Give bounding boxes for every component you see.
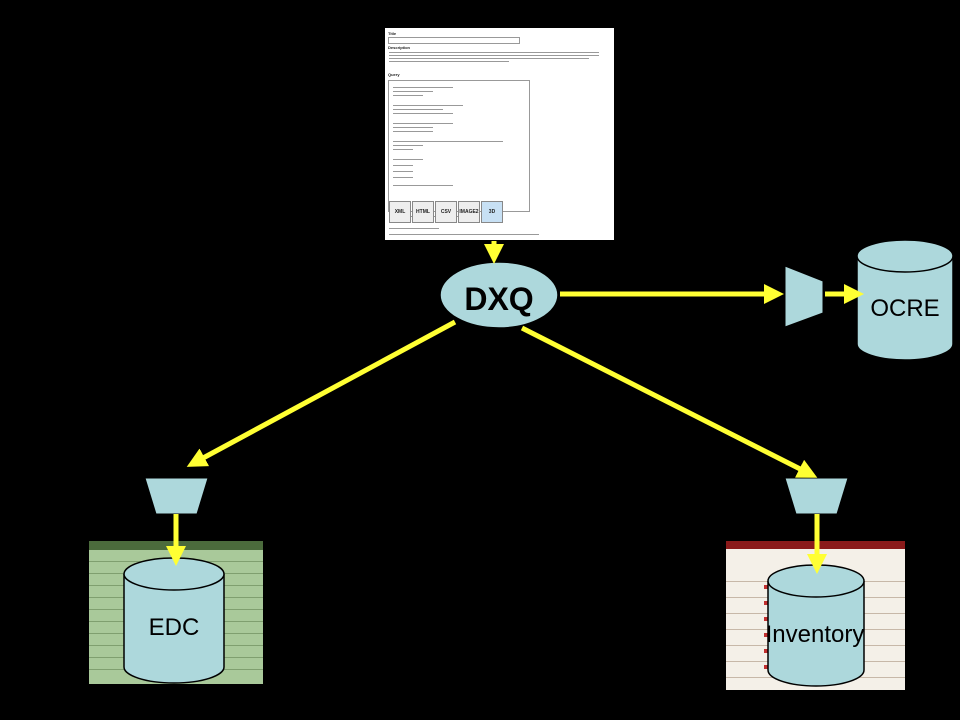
query-page-screenshot: Title Description Query XML HTML CSV IMA… bbox=[385, 28, 614, 240]
edc-database-icon bbox=[123, 557, 225, 684]
inventory-label: Inventory bbox=[765, 621, 865, 648]
arrow-dxq-to-inventory-adapter bbox=[520, 325, 818, 478]
format-html-icon: HTML bbox=[412, 201, 434, 223]
query-box bbox=[388, 80, 530, 212]
inventory-adapter-icon bbox=[784, 477, 849, 515]
ocre-database-icon bbox=[856, 239, 954, 361]
edc-label: EDC bbox=[148, 614, 200, 641]
ocre-label: OCRE bbox=[870, 295, 940, 322]
query-label: Query bbox=[388, 72, 400, 77]
inventory-database-icon bbox=[767, 564, 865, 687]
format-3d-icon: 3D bbox=[481, 201, 503, 223]
format-image2-icon: IMAGE2 bbox=[458, 201, 480, 223]
title-field bbox=[388, 37, 520, 44]
format-xml-icon: XML bbox=[389, 201, 411, 223]
edc-adapter-icon bbox=[144, 477, 209, 515]
format-csv-icon: CSV bbox=[435, 201, 457, 223]
arrow-dxq-to-edc-adapter bbox=[186, 319, 457, 467]
title-label: Title bbox=[388, 31, 397, 36]
dxq-label: DXQ bbox=[464, 281, 534, 317]
ocre-adapter-icon bbox=[784, 265, 824, 328]
description-label: Description bbox=[388, 45, 411, 50]
